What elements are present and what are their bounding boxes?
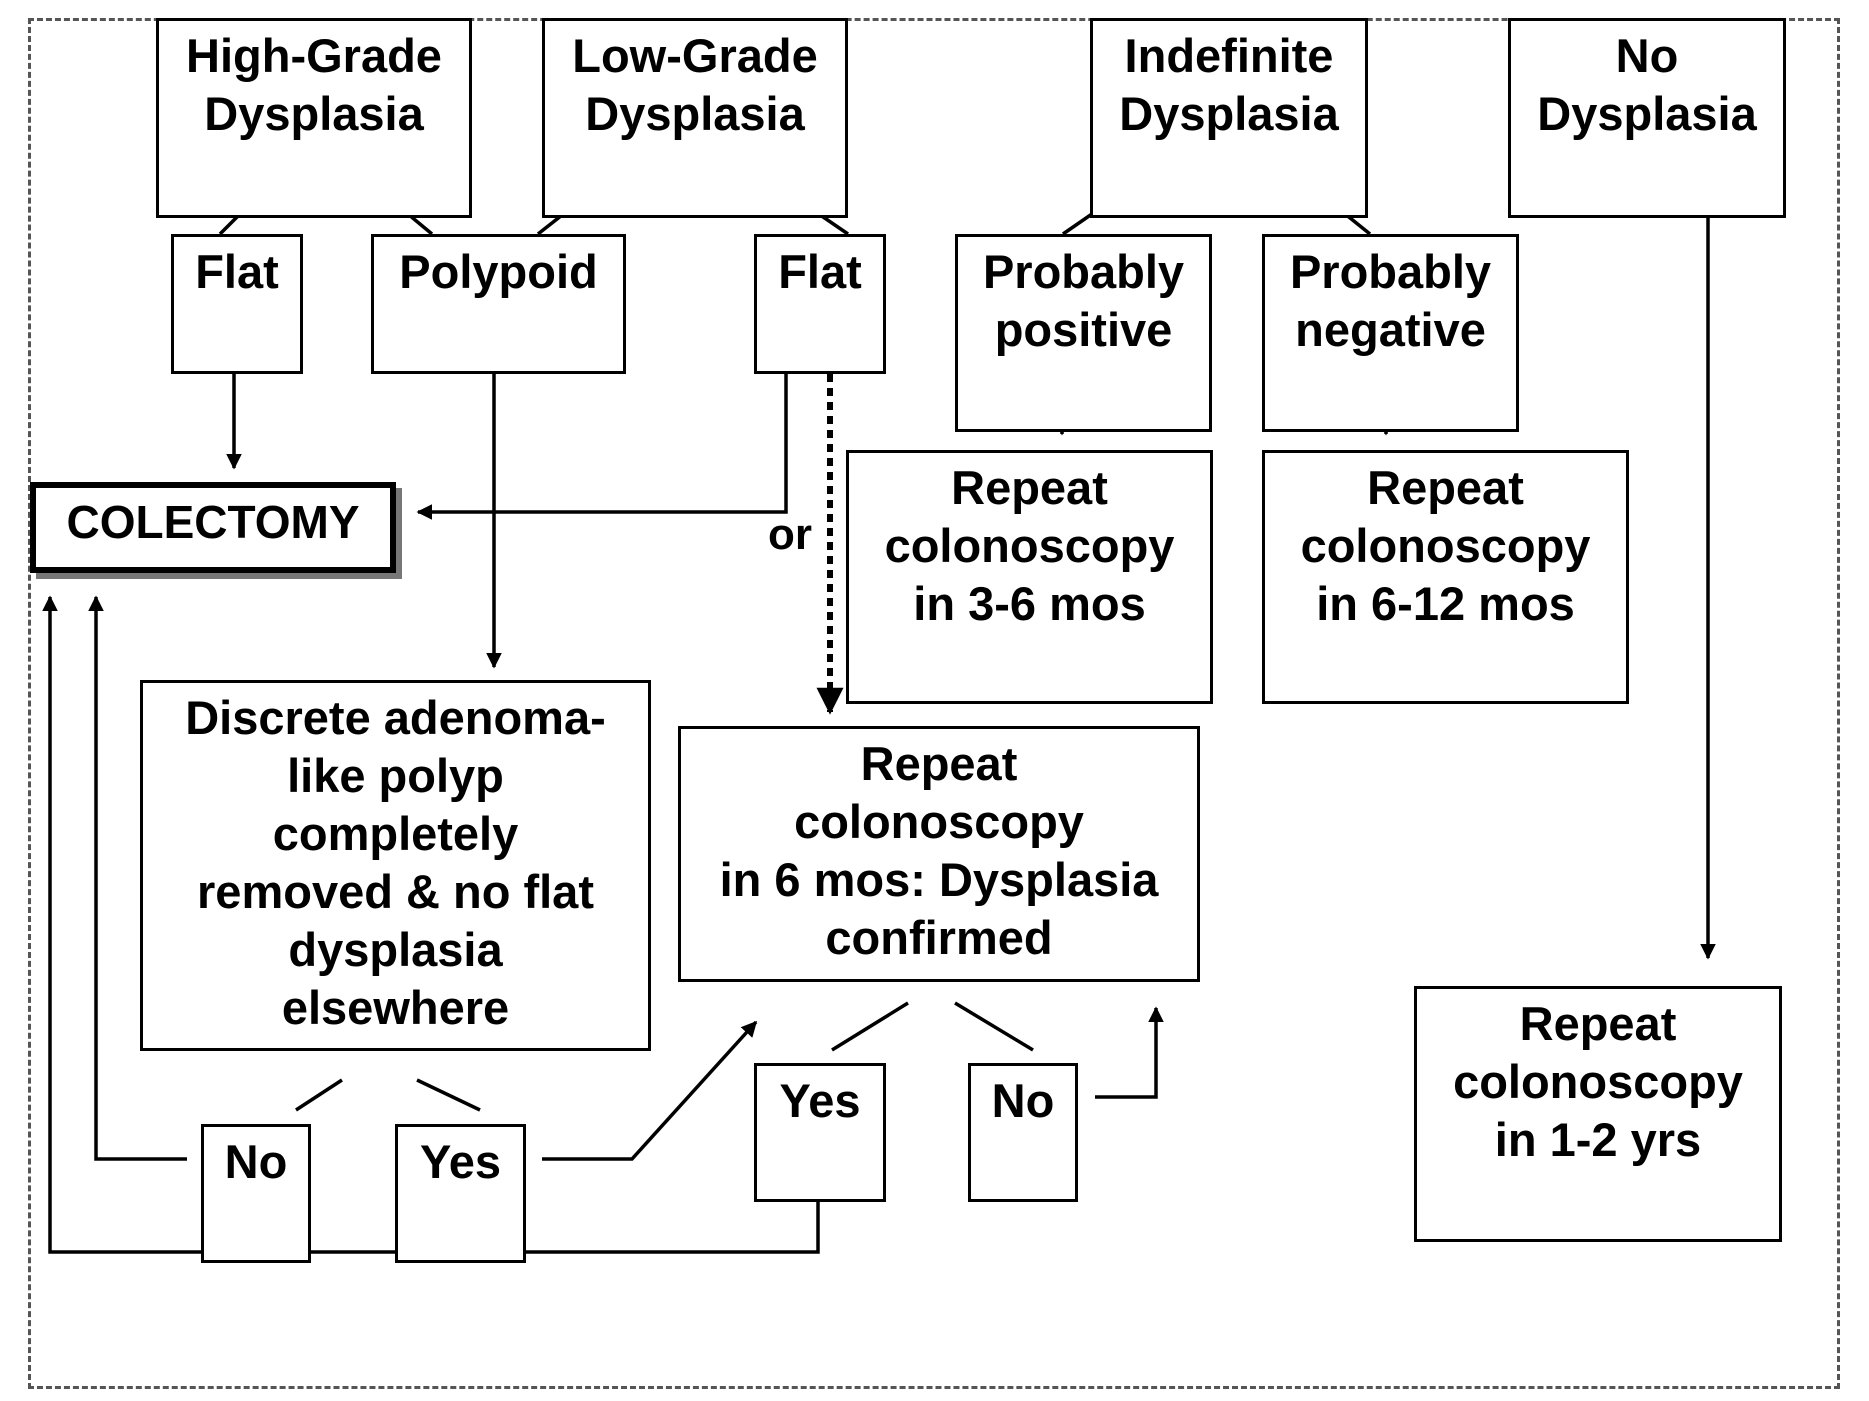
hg-polypoid-box: Polypoid [371,234,626,374]
high-grade-dysplasia-box: High-Grade Dysplasia [156,18,472,218]
confirmed-yes-box: Yes [754,1063,886,1202]
adenoma-yes-to-repeat-arrow [542,1020,758,1161]
branch-line [295,1078,343,1112]
branch-line [831,1001,909,1052]
repeat-3-6-mos-box: Repeat colonoscopy in 3-6 mos [846,450,1213,704]
confirmed-no-to-repeat-arrow [1095,1006,1164,1099]
diagram-frame [28,18,1840,1389]
probably-negative-box: Probably negative [1262,234,1519,432]
colectomy-box: COLECTOMY [30,482,396,573]
hg-flat-box: Flat [171,234,303,374]
indefinite-dysplasia-box: Indefinite Dysplasia [1090,18,1368,218]
repeat-1-2-yrs-box: Repeat colonoscopy in 1-2 yrs [1414,986,1782,1242]
adenoma-yes-box: Yes [395,1124,526,1263]
branch-line [954,1001,1034,1052]
probably-positive-box: Probably positive [955,234,1212,432]
discrete-adenoma-box: Discrete adenoma- like polyp completely … [140,680,651,1051]
branch-line [416,1078,481,1112]
repeat-6-mos-confirmed-box: Repeat colonoscopy in 6 mos: Dysplasia c… [678,726,1200,982]
repeat-6-12-mos-box: Repeat colonoscopy in 6-12 mos [1262,450,1629,704]
adenoma-no-to-colectomy-arrow [88,595,187,1161]
or-label: or [768,510,812,559]
lg-flat-to-colectomy-arrow [416,328,788,520]
lg-flat-box: Flat [754,234,886,374]
confirmed-no-box: No [968,1063,1078,1202]
no-dysplasia-box: No Dysplasia [1508,18,1786,218]
low-grade-dysplasia-box: Low-Grade Dysplasia [542,18,848,218]
adenoma-no-box: No [201,1124,311,1263]
